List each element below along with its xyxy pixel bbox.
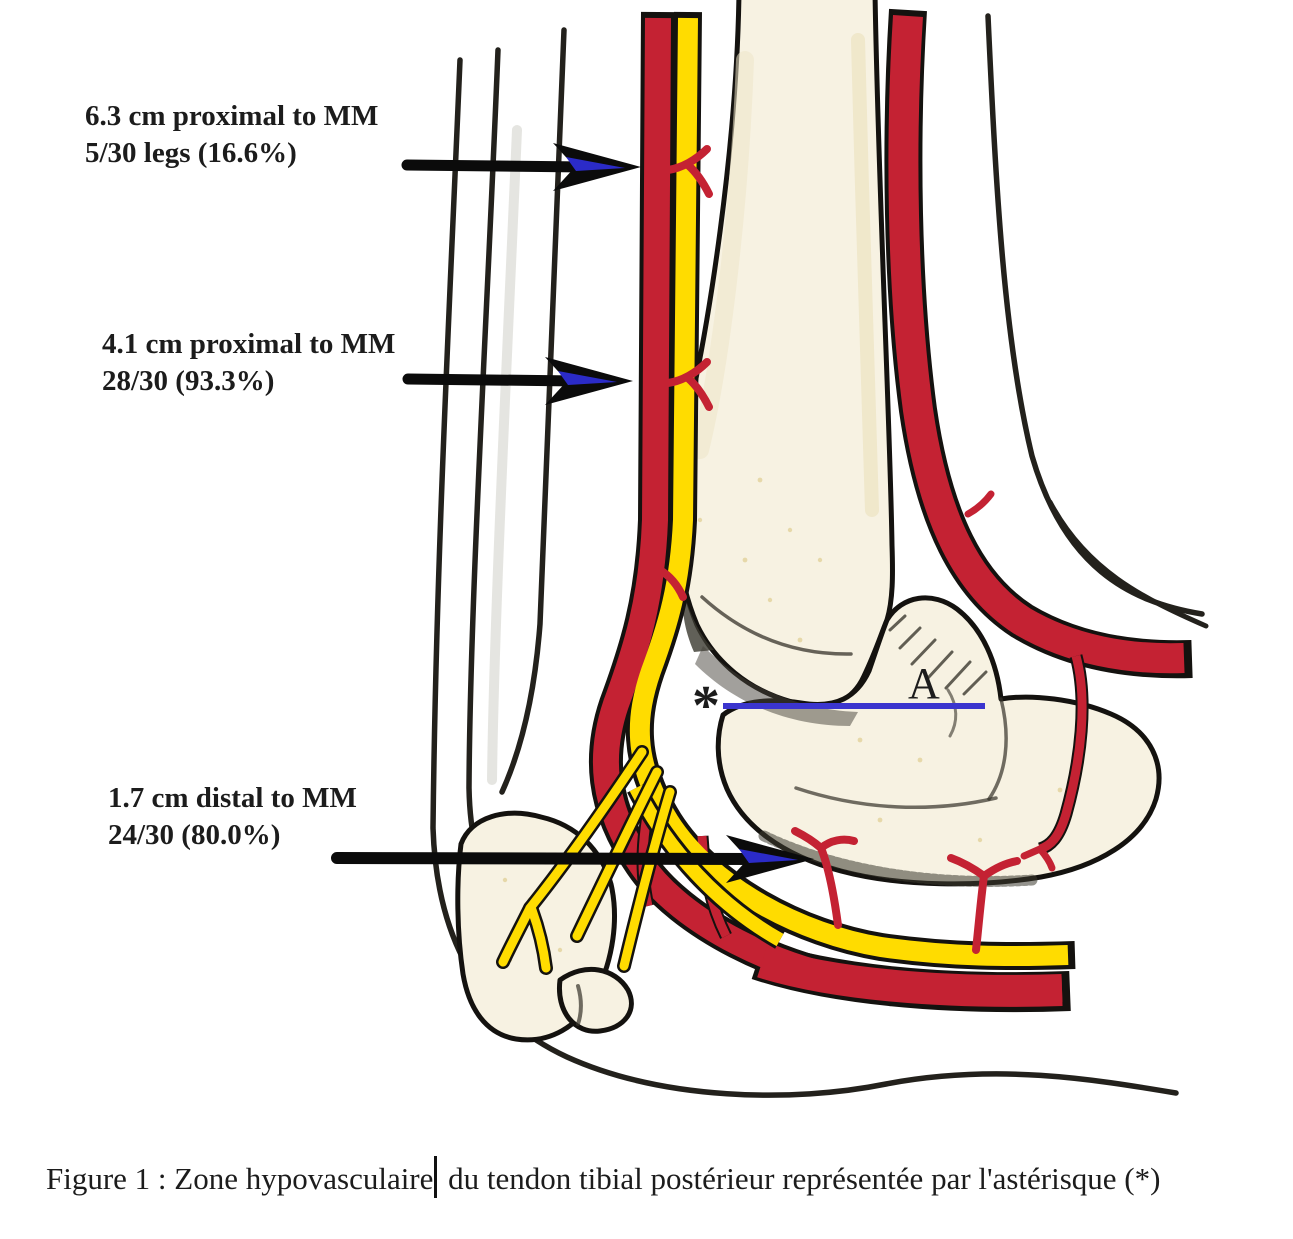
anterior-artery: [884, 8, 1193, 872]
annotation-line2: 24/30 (80.0%): [108, 819, 281, 851]
annotation-line1: 6.3 cm proximal to MM: [85, 100, 379, 132]
plantar-perforator-2: [947, 854, 1021, 954]
annotation-proximal-41: 4.1 cm proximal to MM 28/30 (93.3%): [102, 326, 395, 400]
perforator-2-lower: [684, 374, 713, 411]
skin-shadow-line: [487, 125, 522, 785]
arrow-distal-17: [331, 835, 814, 883]
skin-outline-anterior-inner: [1047, 499, 1209, 629]
artery-descending-branch: [1038, 654, 1087, 854]
lateral-plantar-artery-band: [757, 946, 1063, 1007]
skin-outlines: [430, 13, 1209, 1098]
malleolus-shadow: [682, 590, 714, 652]
plantar-perforator-1: [791, 827, 858, 929]
arrow-shaft: [402, 373, 583, 387]
perforator-3: [656, 566, 687, 601]
level-label-A: A: [908, 659, 940, 708]
arrow-proximal-63: [401, 143, 641, 191]
arrow-shaft: [331, 852, 766, 865]
text-cursor: [434, 1156, 438, 1198]
annotation-line1: 1.7 cm distal to MM: [108, 782, 357, 814]
foot-crease-2: [987, 697, 1008, 801]
arrow-proximal-41: [402, 357, 633, 405]
artery-branch-fork: [1020, 845, 1056, 872]
arrow-head-highlight: [558, 371, 617, 385]
caption-after-cursor: du tendon tibial postérieur représentée …: [448, 1161, 1161, 1196]
joint-shadow-band: [695, 646, 858, 726]
arrow-head-highlight: [566, 157, 625, 171]
heel-bone-lobe: [556, 966, 634, 1034]
perforating-branches: [656, 145, 1021, 954]
artery-small-twig: [964, 490, 995, 518]
perforator-1-lower: [684, 161, 713, 198]
foot-crease-1: [794, 786, 998, 810]
foot-crease-3: [946, 688, 958, 738]
tendon-cross-strand: [629, 784, 784, 947]
arrow-shaft: [401, 159, 591, 173]
annotation-arrows: [331, 143, 814, 883]
caption-before-cursor: Figure 1 : Zone hypovasculaire: [46, 1161, 434, 1196]
foot-hatch-band: [758, 830, 1038, 887]
annotation-line1: 4.1 cm proximal to MM: [102, 328, 396, 360]
tibia-wash-right: [851, 33, 879, 517]
anterior-artery-vessel: [888, 15, 1185, 674]
bones: [455, 0, 1162, 1043]
annotation-distal-17: 1.7 cm distal to MM 24/30 (80.0%): [108, 780, 357, 854]
annotation-proximal-63: 6.3 cm proximal to MM 5/30 legs (16.6%): [85, 98, 378, 172]
figure-caption[interactable]: Figure 1 : Zone hypovasculaire du tendon…: [46, 1156, 1160, 1201]
skin-outline-inner: [499, 27, 567, 795]
tibia-crease: [700, 595, 853, 656]
tibialis-posterior-tendon: [629, 17, 1069, 967]
anterior-artery-outline: [884, 8, 1193, 679]
heel-crease: [576, 984, 583, 1026]
arrow-head-highlight: [739, 849, 798, 863]
asterisk-marker: *: [692, 675, 720, 737]
skin-outline-anterior: [985, 13, 1205, 617]
annotation-line2: 28/30 (93.3%): [102, 365, 275, 397]
annotation-line2: 5/30 legs (16.6%): [85, 137, 297, 169]
talus-hatching: [888, 614, 988, 696]
